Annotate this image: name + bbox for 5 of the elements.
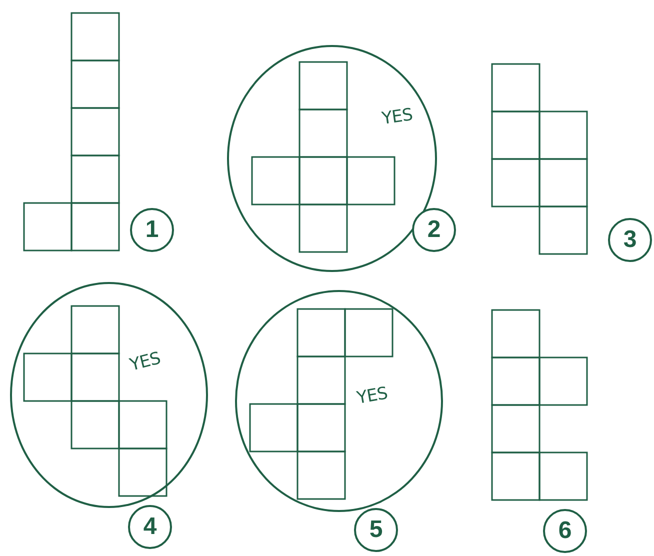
hand-drawn-oval [235,290,443,512]
yes-note: YES [380,106,414,128]
yes-note: YES [128,350,162,374]
hand-drawn-oval [10,282,208,508]
yes-note: YES [356,385,389,408]
